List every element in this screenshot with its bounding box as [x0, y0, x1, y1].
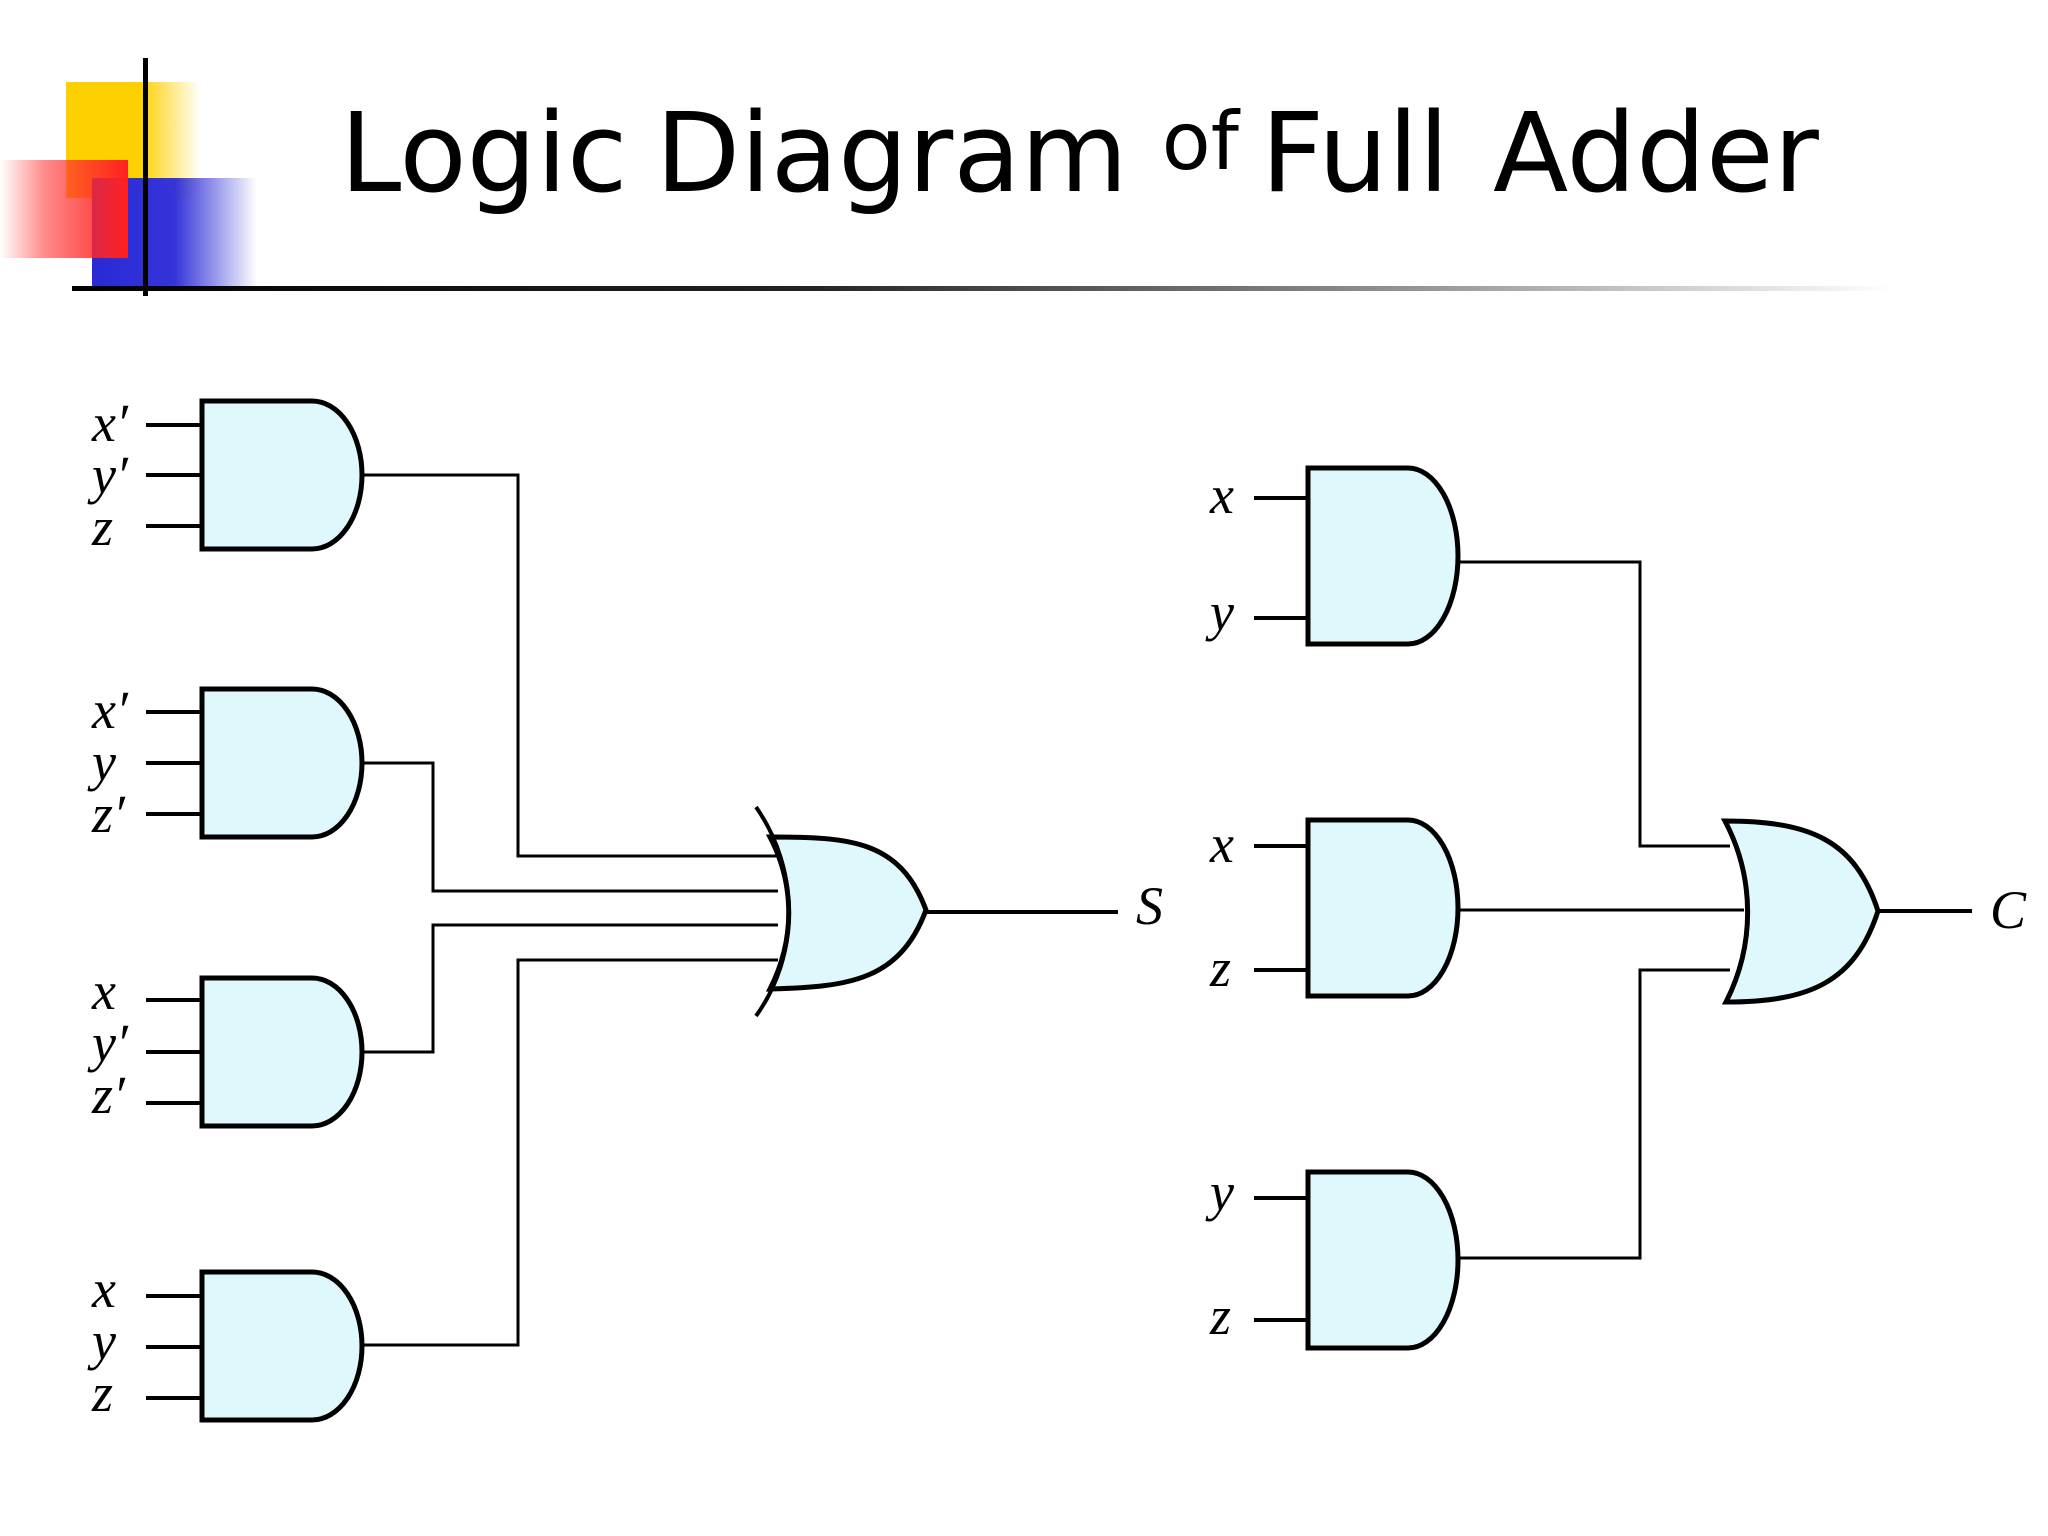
and-gate-sum-2: x′ y z′: [87, 680, 365, 844]
title-word: Adder: [1493, 89, 1819, 217]
and-gate-carry-3: y z: [1205, 1162, 1461, 1351]
and-gate-body: [199, 686, 365, 840]
input-label: y: [87, 732, 116, 792]
wire-and2-to-or-sum: [362, 761, 778, 893]
wire-and4-to-or-sum: [362, 958, 778, 1347]
and-gate-sum-1: x′ y′ z: [87, 393, 365, 557]
input-label: x: [91, 1259, 116, 1319]
and-gate-body: [1305, 817, 1461, 999]
input-label: x′: [91, 680, 129, 740]
input-label: z′: [91, 1065, 126, 1125]
input-label: y′: [87, 445, 129, 505]
input-label: x′: [91, 393, 129, 453]
or-gate-sum: S: [754, 805, 1163, 1018]
and-gate-carry-1: x y: [1205, 465, 1461, 647]
and-gate-sum-4: x y z: [87, 1259, 365, 1423]
or-gate-body: [765, 834, 929, 992]
wire-and5-to-or-carry: [1458, 560, 1730, 848]
carry-output-label: C: [1990, 880, 2027, 940]
input-label: y′: [87, 1013, 129, 1073]
or-gate-input-arc: [754, 805, 791, 1018]
input-label: y: [87, 1311, 116, 1371]
input-label: y: [1205, 582, 1234, 642]
title-underline: [72, 286, 1892, 291]
sum-output-label: S: [1136, 876, 1163, 936]
input-label: x: [1209, 814, 1234, 874]
and-gate-body: [1305, 465, 1461, 647]
wire-and3-to-or-sum: [362, 923, 778, 1054]
and-gate-body: [1305, 1169, 1461, 1351]
title-word: Full: [1260, 89, 1450, 217]
title-word: of: [1161, 95, 1239, 188]
input-label: x: [1209, 465, 1234, 525]
input-label: y: [1205, 1162, 1234, 1222]
input-label: z: [1209, 1286, 1231, 1346]
input-label: z: [1209, 938, 1231, 998]
or-gate-carry: C: [1720, 818, 2027, 1005]
and-gate-carry-2: x z: [1209, 814, 1461, 999]
title-word: Diagram: [655, 89, 1128, 217]
and-gate-body: [199, 975, 365, 1129]
input-label: x: [91, 961, 116, 1021]
and-gate-body: [199, 398, 365, 552]
wire-and7-to-or-carry: [1458, 968, 1730, 1260]
input-label: z: [91, 1363, 113, 1423]
or-gate-body: [1720, 818, 1881, 1005]
red-square-decoration: [0, 160, 128, 258]
title-word: Logic: [340, 89, 628, 217]
and-gate-body: [199, 1269, 365, 1423]
and-gate-sum-3: x y′ z′: [87, 961, 365, 1129]
vertical-rule: [143, 58, 148, 296]
wire-and1-to-or-sum: [362, 473, 778, 858]
input-label: z′: [91, 784, 126, 844]
input-label: z: [91, 497, 113, 557]
